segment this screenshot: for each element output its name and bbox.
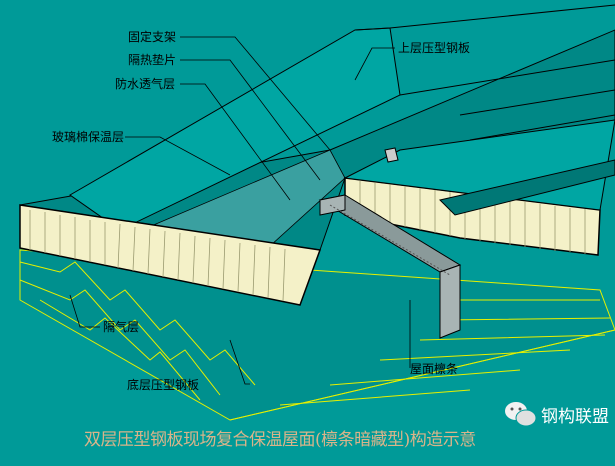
label-waterproof-membrane: 防水透气层 — [115, 77, 176, 91]
label-roof-purlin: 屋面檩条 — [410, 362, 459, 376]
watermark: 钢构联盟 — [503, 400, 609, 428]
diagram-caption: 双层压型钢板现场复合保温屋面(檩条暗藏型)构造示意 — [84, 430, 476, 450]
watermark-text: 钢构联盟 — [541, 406, 609, 427]
label-fixed-bracket: 固定支架 — [128, 30, 177, 44]
bottom-steel-sheet — [19, 249, 615, 421]
leader-lines — [69, 36, 411, 385]
label-glass-wool: 玻璃棉保温层 — [52, 130, 125, 144]
glass-wool-block-left — [19, 204, 322, 306]
fixed-bracket — [384, 147, 399, 163]
label-bottom-steel-sheet: 底层压型钢板 — [127, 378, 200, 392]
glass-wool-block-right — [343, 119, 615, 256]
label-insulation-pad: 隔热垫片 — [128, 53, 177, 67]
wechat-icon — [505, 402, 537, 427]
label-upper-steel-sheet: 上层压型钢板 — [398, 41, 471, 55]
label-vapor-barrier: 隔气层 — [103, 320, 140, 334]
roof-purlin — [318, 194, 462, 339]
